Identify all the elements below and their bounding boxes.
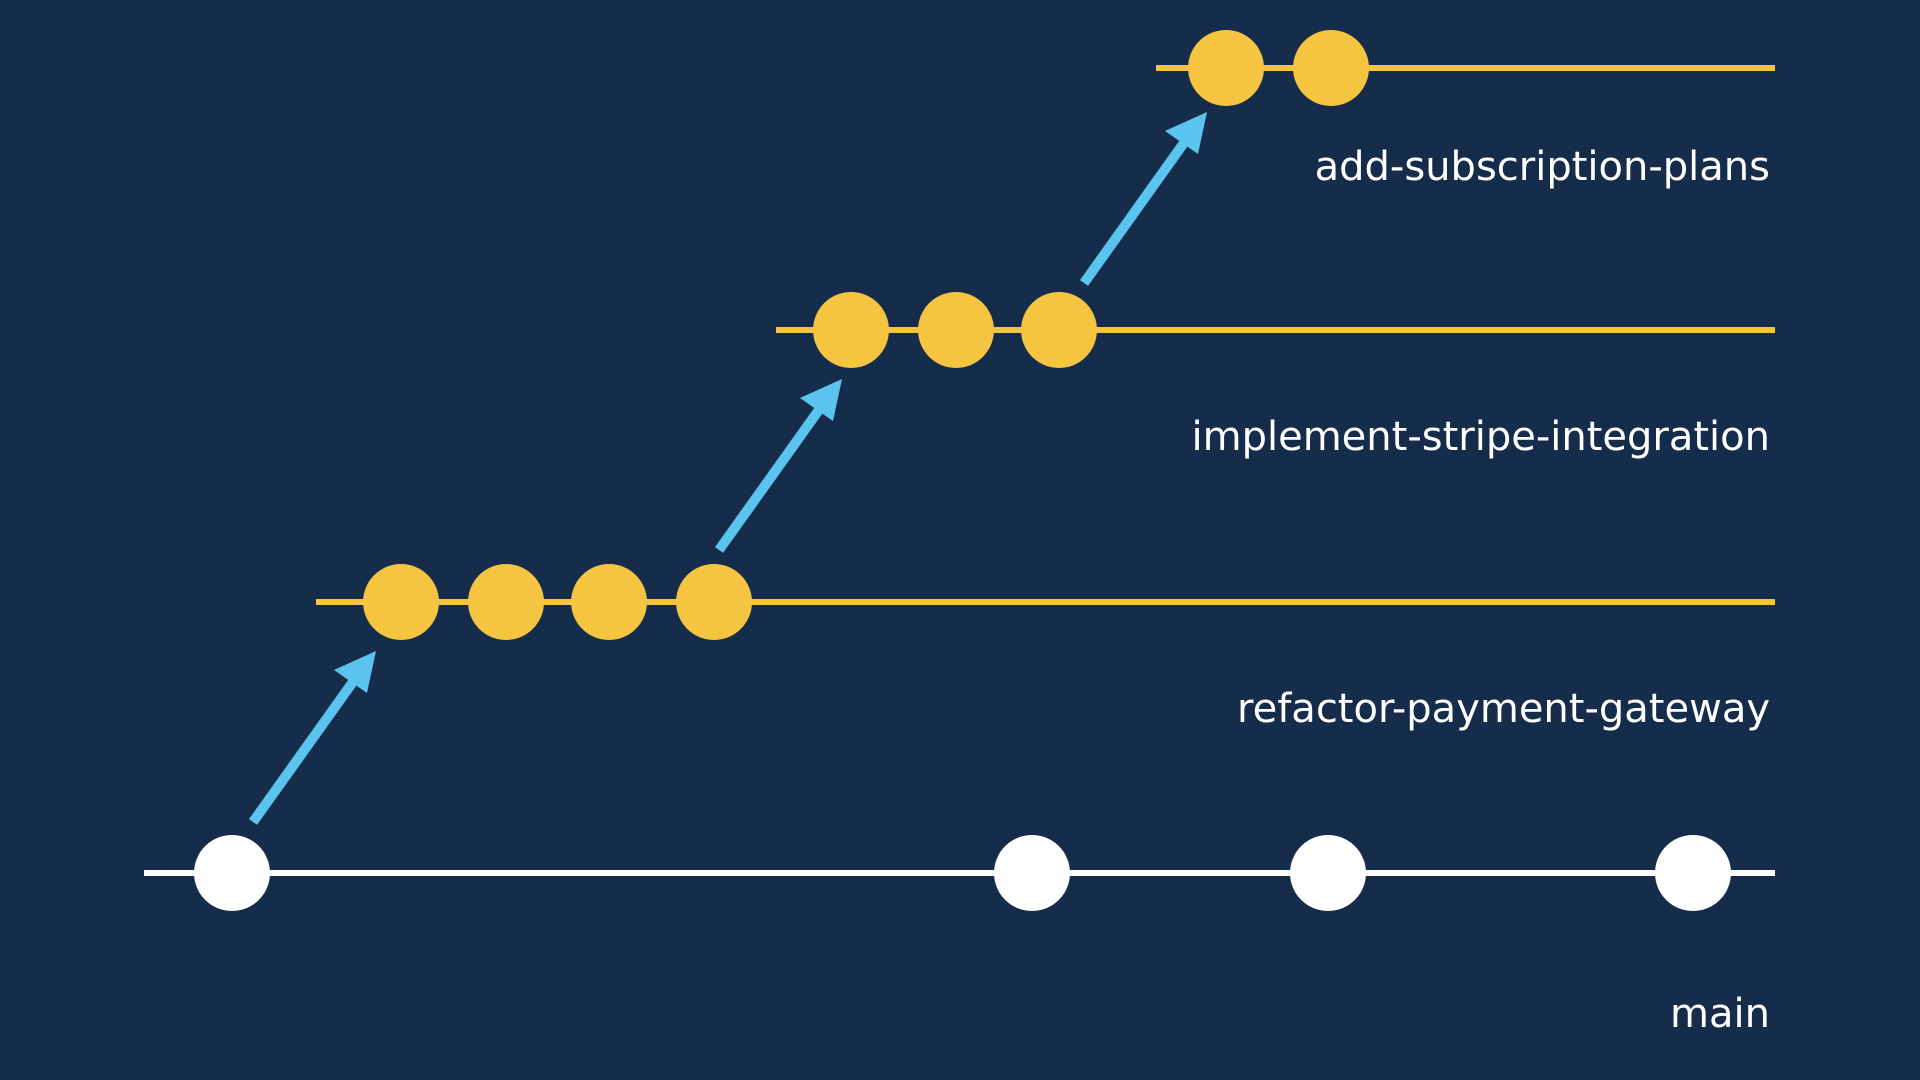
- branch-label-add-subscription-plans: add-subscription-plans: [1315, 144, 1770, 190]
- commit-node: [1188, 30, 1264, 106]
- commit-node: [1021, 292, 1097, 368]
- commit-node: [1290, 835, 1366, 911]
- branch-label-implement-stripe-integration: implement-stripe-integration: [1192, 414, 1770, 460]
- commit-node: [918, 292, 994, 368]
- commit-node: [194, 835, 270, 911]
- commit-node: [363, 564, 439, 640]
- commit-node: [994, 835, 1070, 911]
- commit-node: [571, 564, 647, 640]
- commit-node: [1293, 30, 1369, 106]
- commit-node: [676, 564, 752, 640]
- branch-arrow-refactor-to-stripe: [714, 379, 842, 553]
- branch-label-refactor-payment-gateway: refactor-payment-gateway: [1237, 686, 1770, 732]
- commit-node: [1655, 835, 1731, 911]
- branch-label-main: main: [1670, 991, 1770, 1037]
- branch-arrow-stripe-to-subscription: [1079, 112, 1207, 286]
- commit-node: [468, 564, 544, 640]
- commit-node: [813, 292, 889, 368]
- branch-arrow-main-to-refactor: [248, 651, 376, 825]
